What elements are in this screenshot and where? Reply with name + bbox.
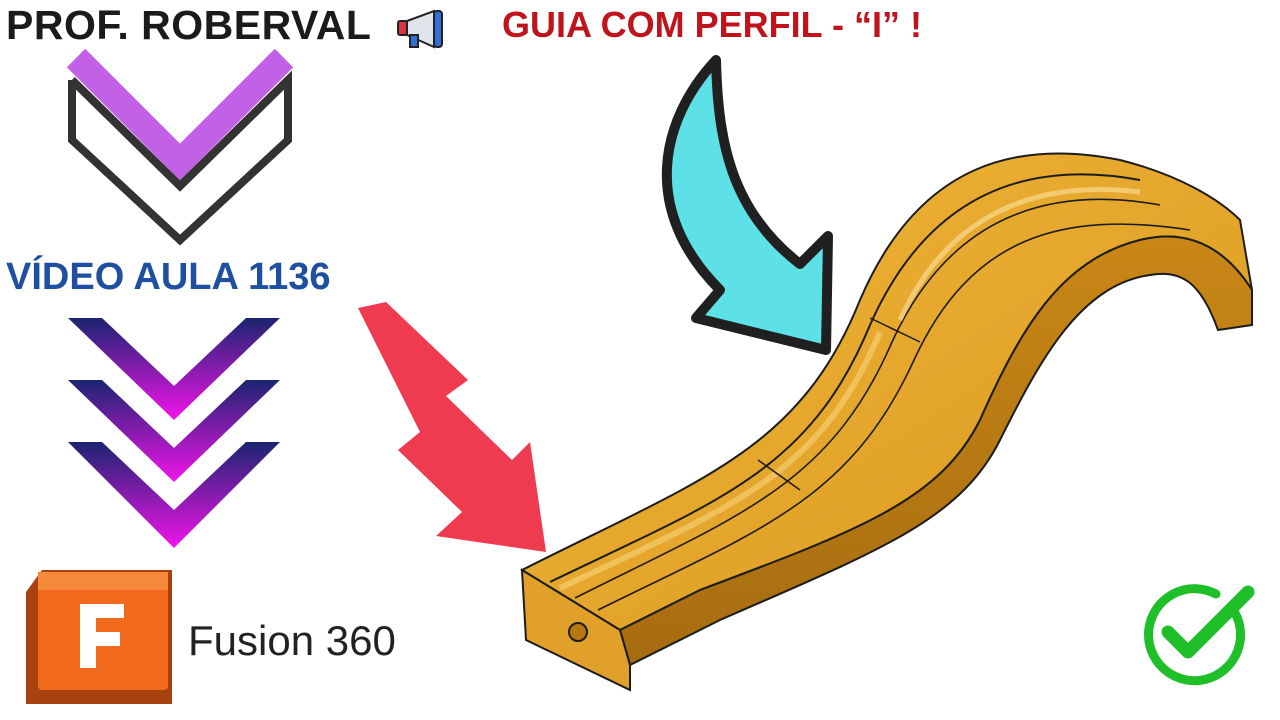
triple-chevron-down-icon xyxy=(68,318,280,548)
author-title: PROF. ROBERVAL xyxy=(6,2,372,48)
headline-title: GUIA COM PERFIL - “I” ! xyxy=(502,4,922,45)
video-lesson-label: VÍDEO AULA 1136 xyxy=(6,256,331,298)
brand-name: Fusion 360 xyxy=(188,617,396,664)
lightning-arrow-icon xyxy=(358,302,546,552)
check-circle-icon xyxy=(1144,584,1255,686)
curved-arrow-icon xyxy=(661,55,833,355)
megaphone-icon xyxy=(397,9,443,49)
fusion-logo-icon xyxy=(26,570,172,704)
rail-model-illustration xyxy=(519,152,1253,692)
chevron-down-icon xyxy=(66,48,294,246)
